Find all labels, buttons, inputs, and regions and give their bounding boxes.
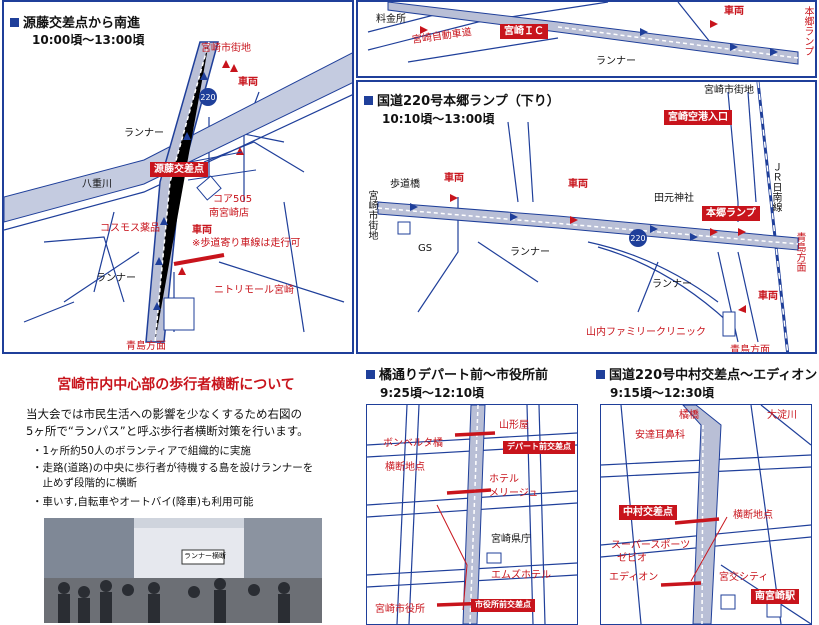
label-runner-2: ランナー bbox=[652, 279, 692, 290]
label-toll: 料金所 bbox=[376, 14, 406, 25]
label-jr: ＪＲ日南線 bbox=[770, 162, 781, 212]
label-car-2: 車両 bbox=[192, 225, 212, 236]
label-ic: 宮崎ＩＣ bbox=[500, 24, 548, 39]
label-crossing: 横断地点 bbox=[733, 510, 773, 521]
label-river: 大淀川 bbox=[767, 410, 797, 421]
panel-time: 9:15頃～12:30頃 bbox=[610, 386, 715, 400]
label-clinic: 山内ファミリークリニック bbox=[586, 327, 706, 338]
label-car: 車両 bbox=[724, 6, 744, 17]
info-line-1: 当大会では市民生活への影響を少なくするため右図の bbox=[26, 407, 302, 421]
label-cosmos: コスモス薬品 bbox=[100, 223, 160, 234]
label-crossing: 横断地点 bbox=[385, 462, 425, 473]
label-runner: ランナー bbox=[596, 56, 636, 67]
info-bullet-4: ・車いす,自転車やオートバイ(降車)も利用可能 bbox=[32, 496, 254, 508]
route-220-shield: 220 bbox=[200, 93, 215, 102]
label-bridge: 歩道橋 bbox=[390, 179, 420, 190]
label-station: 南宮崎駅 bbox=[751, 589, 799, 604]
map-genfuji: 220 bbox=[4, 41, 352, 343]
label-nakamura: 中村交差点 bbox=[619, 505, 677, 520]
label-yamagataya: 山形屋 bbox=[499, 420, 529, 431]
label-nitori: ニトリモール宮崎 bbox=[214, 285, 294, 296]
panel-miyazaki-ic: 料金所 宮崎自動車道 宮崎ＩＣ 車両 ランナー 本郷ランプ bbox=[356, 0, 817, 78]
info-bullet-3: 止めず段階的に横断 bbox=[32, 477, 137, 489]
square-icon bbox=[596, 370, 605, 379]
label-pref: 宮崎県庁 bbox=[491, 534, 531, 545]
panel-title: 国道220号中村交差点～エディオン bbox=[596, 364, 817, 383]
panel-title: 橘通りデパート前～市役所前 bbox=[366, 364, 548, 383]
label-city-left: 宮崎市街地 bbox=[366, 190, 377, 240]
crowd-photo: ランナー横断 bbox=[44, 518, 322, 623]
label-genfuji-crossing: 源藤交差点 bbox=[150, 162, 208, 177]
label-runner-1: ランナー bbox=[510, 247, 550, 258]
label-miyako-city: 宮交シティ bbox=[719, 572, 769, 583]
panel-tachibana: 橘通りデパート前～市役所前 9:25頃～12:10頃 山形屋 ボンベルタ橘 デパ… bbox=[358, 356, 590, 625]
map-miyazaki-ic bbox=[367, 2, 799, 65]
label-river: 八重川 bbox=[82, 179, 112, 190]
panel-time: 10:10頃～13:00頃 bbox=[382, 112, 495, 126]
label-car-3: 車両 bbox=[758, 291, 778, 302]
label-city: 宮崎市街地 bbox=[201, 43, 251, 54]
label-airport: 宮崎空港入口 bbox=[664, 110, 732, 125]
label-car-2: 車両 bbox=[568, 179, 588, 190]
label-shrine: 田元神社 bbox=[654, 193, 694, 204]
panel-nakamura: 国道220号中村交差点～エディオン 9:15頃～12:30頃 橘橋 大淀川 安達… bbox=[592, 356, 819, 625]
panel-time: 10:00頃～13:00頃 bbox=[32, 33, 145, 47]
label-sports: スーパースポーツ bbox=[611, 540, 691, 551]
label-sports-2: ゼビオ bbox=[617, 553, 647, 564]
map-tachibana: 山形屋 ボンベルタ橘 デパート前交差点 横断地点 ホテル メリージュ 宮崎県庁 … bbox=[366, 404, 578, 625]
label-aoshima-2: 青島方面 bbox=[730, 345, 770, 354]
label-aoshima: 青島方面 bbox=[794, 232, 805, 272]
square-icon bbox=[10, 18, 19, 27]
panel-genfuji: 220 源藤交差点から南進 10:00頃～13:00頃 宮崎市街地 車両 ランナ… bbox=[2, 0, 354, 354]
map-nakamura: 橘橋 大淀川 安達耳鼻科 中村交差点 横断地点 スーパースポーツ ゼビオ エディ… bbox=[600, 404, 812, 625]
label-tachibana-bridge: 橘橋 bbox=[679, 410, 699, 421]
label-ear-clinic: 安達耳鼻科 bbox=[635, 430, 685, 441]
label-bonberta: ボンベルタ橘 bbox=[383, 438, 443, 449]
label-city-top: 宮崎市街地 bbox=[704, 85, 754, 96]
label-car-1: 車両 bbox=[444, 173, 464, 184]
label-note: ※歩道寄り車線は走行可 bbox=[192, 238, 301, 249]
info-title: 宮崎市内中心部の歩行者横断について bbox=[57, 377, 295, 393]
label-runner-2: ランナー bbox=[96, 273, 136, 284]
label-cityhall: 宮崎市役所 bbox=[375, 604, 425, 615]
label-hongo: 本郷ランプ bbox=[802, 6, 813, 56]
panel-time: 9:25頃～12:10頃 bbox=[380, 386, 485, 400]
panel-title: 源藤交差点から南進 bbox=[10, 12, 140, 31]
square-icon bbox=[366, 370, 375, 379]
info-section: 宮崎市内中心部の歩行者横断について 当大会では市民生活への影響を少なくするため右… bbox=[0, 356, 356, 623]
label-runner: ランナー bbox=[124, 128, 164, 139]
panel-hongo-ramp: 220 国道220号本郷ランプ（下り） 10:10頃～13:00頃 宮崎市街地 … bbox=[356, 80, 817, 354]
map-hongo: 220 bbox=[377, 82, 799, 352]
label-hotel-2: メリージュ bbox=[489, 488, 539, 499]
info-bullet-1: ・1ヶ所約50人のボランティアで組織的に実施 bbox=[32, 445, 251, 457]
photo-sign: ランナー横断 bbox=[184, 552, 226, 560]
label-ramp: 本郷ランプ bbox=[702, 206, 760, 221]
label-core505-2: 南宮崎店 bbox=[209, 208, 249, 219]
label-hotel: ホテル bbox=[489, 474, 519, 485]
route-220-shield: 220 bbox=[630, 234, 645, 243]
label-dept-crossing: デパート前交差点 bbox=[503, 441, 575, 454]
label-aoshima: 青島方面 bbox=[126, 341, 166, 352]
label-cityhall-crossing: 市役所前交差点 bbox=[471, 599, 535, 612]
panel-title: 国道220号本郷ランプ（下り） bbox=[364, 90, 560, 109]
info-bullet-2: ・走路(道路)の中央に歩行者が待機する島を設けランナーを bbox=[32, 462, 314, 474]
square-icon bbox=[364, 96, 373, 105]
label-mz-hotel: エムズホテル bbox=[491, 570, 551, 581]
info-line-2: 5ヶ所で“ランパス”と呼ぶ歩行者横断対策を行います。 bbox=[26, 424, 309, 438]
label-gs: GS bbox=[418, 243, 433, 254]
label-car: 車両 bbox=[238, 77, 258, 88]
label-edion: エディオン bbox=[609, 572, 659, 583]
label-core505: コア505 bbox=[213, 194, 253, 205]
